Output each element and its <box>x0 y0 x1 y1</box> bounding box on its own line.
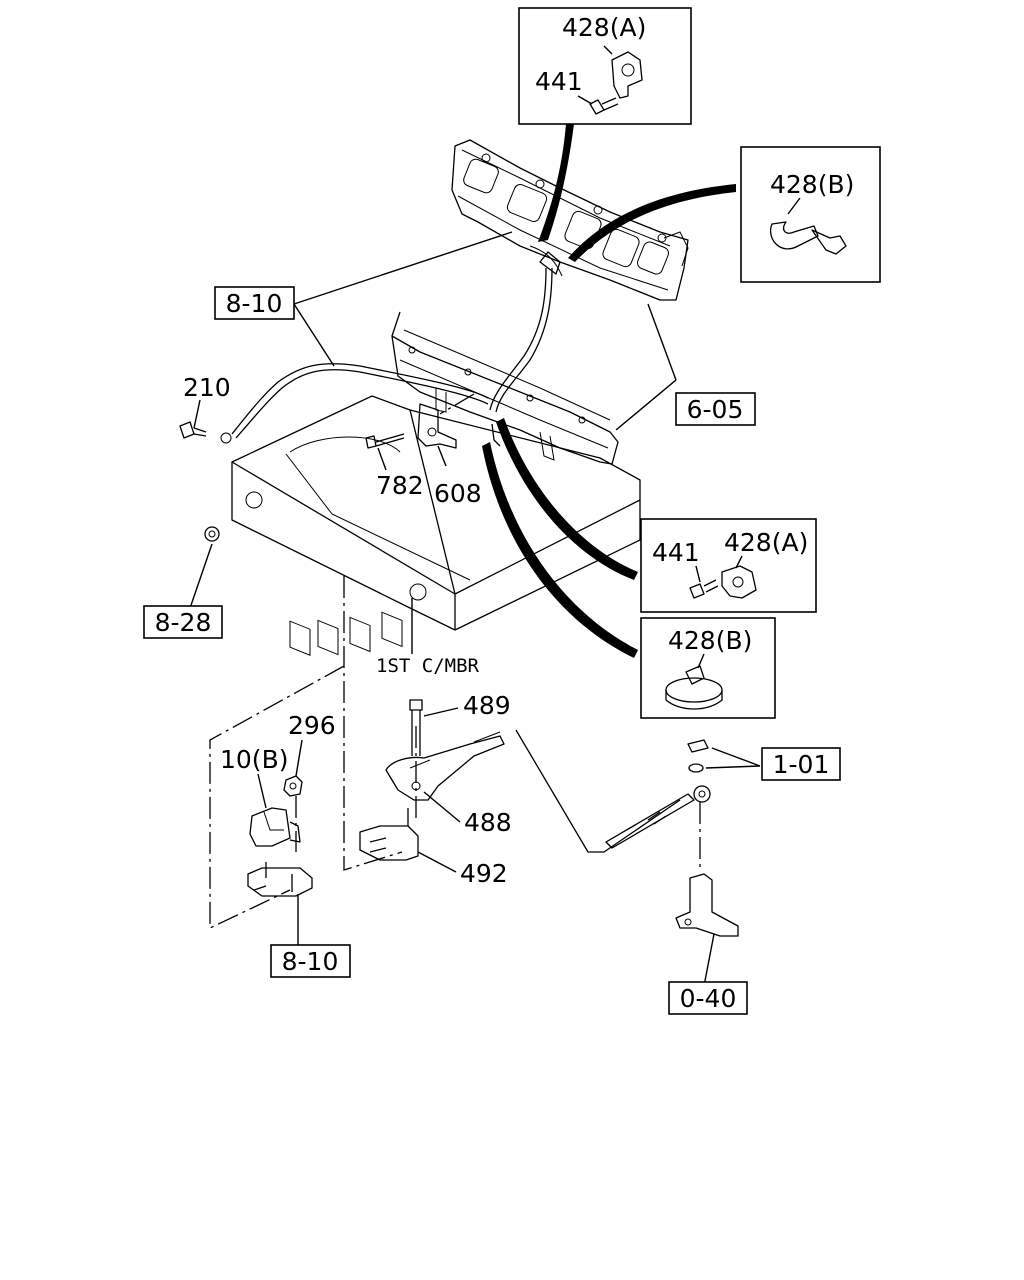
inset-top-428a-441 <box>518 7 692 125</box>
inset-top-bolt-label: 441 <box>535 67 583 96</box>
parts-1-01 <box>687 739 709 773</box>
callout-box-6-05: 6-05 <box>675 392 756 426</box>
inset-right-top-band-label: 428(B) <box>770 170 854 199</box>
inset-right-mid-bolt-label: 441 <box>652 538 700 567</box>
svg-text:6-05: 6-05 <box>687 395 744 424</box>
svg-text:8-28: 8-28 <box>155 608 212 637</box>
bracket-492 <box>359 808 419 861</box>
crossmember-annotation: 1ST C/MBR <box>376 655 480 677</box>
inset-right-low-428b <box>640 617 776 719</box>
svg-text:0-40: 0-40 <box>680 984 737 1013</box>
bolt-210 <box>179 421 207 439</box>
control-cable <box>515 729 711 853</box>
part-label-782: 782 <box>376 471 424 500</box>
part-label-608: 608 <box>434 479 482 508</box>
callout-box-1-01: 1-01 <box>761 747 841 781</box>
dash-divider-lines <box>209 393 701 930</box>
pointer-bands <box>482 124 736 658</box>
leader-lines <box>187 231 761 987</box>
part-label-296: 296 <box>288 711 336 740</box>
callout-box-0-40: 0-40 <box>668 981 748 1015</box>
part-label-492: 492 <box>460 859 508 888</box>
svg-text:1-01: 1-01 <box>773 750 830 779</box>
bolt-782 <box>365 433 405 449</box>
cross-member-6-05 <box>391 311 619 465</box>
lever-assembly-488 <box>385 731 505 801</box>
bolt-489 <box>409 699 423 756</box>
part-label-210: 210 <box>183 373 231 402</box>
first-crossmember-frame <box>231 395 641 656</box>
inset-right-low-band-label: 428(B) <box>668 626 752 655</box>
callout-box-8-10-top: 8-10 <box>214 286 295 320</box>
part-label-489: 489 <box>463 691 511 720</box>
bracket-0-40 <box>675 873 739 937</box>
rear-panel-assembly <box>451 139 689 301</box>
inset-right-mid-441-428a <box>640 518 817 613</box>
bracket-608 <box>417 403 457 449</box>
nut-296 <box>283 775 303 797</box>
callout-box-8-10-bottom: 8-10 <box>270 944 351 978</box>
part-label-488: 488 <box>464 808 512 837</box>
inset-right-top-428b <box>740 146 881 283</box>
nut-8-28 <box>204 526 220 542</box>
svg-text:8-10: 8-10 <box>282 947 339 976</box>
inset-right-mid-clamp-label: 428(A) <box>724 528 808 557</box>
inset-top-clamp-label: 428(A) <box>562 13 646 42</box>
svg-text:8-10: 8-10 <box>226 289 283 318</box>
bracket-8-10-lower <box>247 862 313 897</box>
part-label-10b: 10(B) <box>220 745 288 774</box>
switch-10b <box>249 807 301 847</box>
cable-harness <box>220 251 561 447</box>
callout-box-8-28: 8-28 <box>143 605 223 639</box>
